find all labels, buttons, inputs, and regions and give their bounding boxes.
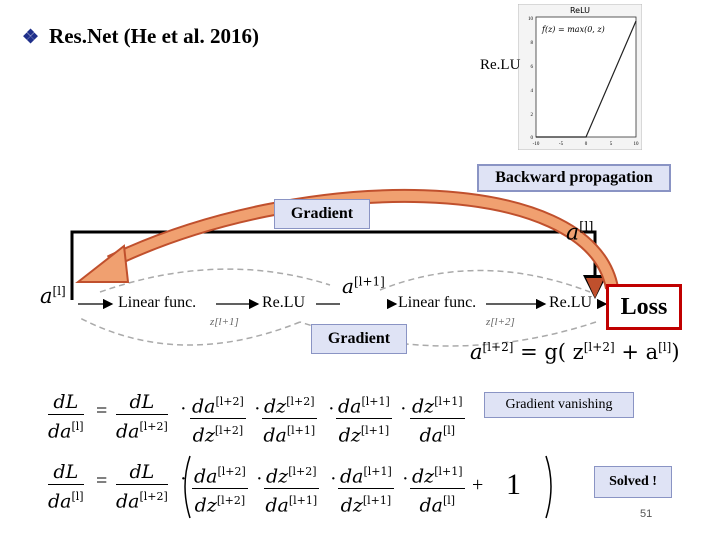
dashed-arc [379, 269, 591, 293]
y-tick: 6 [531, 65, 534, 70]
relu-plot-title: ReLU [570, 6, 590, 15]
equals-sign: = [96, 400, 108, 422]
eq1-factor-3: dz[l+2]da[l+1] [262, 390, 317, 448]
z-label-1: z[l+1] [210, 316, 239, 328]
eq1-factor-5: dz[l+1]da[l] [410, 390, 465, 448]
linear-func-node-2: Linear func. [398, 294, 477, 312]
backward-dashed-arc [79, 317, 301, 346]
dot: · [402, 468, 409, 490]
eq2-factor-2: da[l+2]dz[l+2] [192, 460, 248, 518]
dot: · [180, 398, 187, 420]
eq2-factor-3: dz[l+2]da[l+1] [264, 460, 319, 518]
y-tick: 4 [531, 89, 534, 94]
dot: · [328, 398, 335, 420]
y-tick: 8 [531, 41, 534, 46]
relu-plot-label: Re.LU [480, 57, 521, 73]
backward-propagation-label: Backward propagation [477, 164, 671, 192]
dot: · [180, 468, 187, 490]
z-label-2: z[l+2] [486, 316, 515, 328]
dashed-arc [99, 268, 331, 293]
y-tick: 2 [531, 113, 534, 118]
diamond-bullet-icon: ❖ [22, 27, 40, 48]
output-equation: a[l+2] = g( z[l+2] + a[l]) [470, 340, 680, 364]
eq1-factor-2: da[l+2]dz[l+2] [190, 390, 246, 448]
y-tick: 10 [528, 17, 534, 22]
gradient-arrow-body [107, 190, 617, 290]
dot: · [256, 468, 263, 490]
plus-sign: + [472, 474, 484, 496]
solved-label: Solved ! [594, 466, 672, 498]
gradient-label-top: Gradient [274, 199, 370, 229]
right-paren [545, 455, 552, 519]
left-paren [184, 455, 191, 519]
relu-node-2: Re.LU [549, 294, 593, 312]
x-tick: -10 [533, 142, 540, 147]
gradient-label-bottom: Gradient [311, 324, 407, 354]
equals-sign: = [96, 470, 108, 492]
gradient-vanishing-label: Gradient vanishing [484, 392, 634, 418]
x-tick: 5 [610, 142, 613, 147]
relu-plot: ReLU f(z) = max(0, z) -10 -5 0 5 10 10 8… [517, 3, 643, 151]
mid-activation: a[l+1] [342, 274, 385, 298]
input-activation: a[l] [40, 284, 66, 308]
skip-label: a[l] [566, 220, 594, 246]
linear-func-node-1: Linear func. [118, 294, 197, 312]
eq2-factor-4: da[l+1]dz[l+1] [338, 460, 394, 518]
dot: · [330, 468, 337, 490]
dot: · [400, 398, 407, 420]
gradient-arrow-head [75, 244, 130, 283]
x-tick: 0 [585, 142, 588, 147]
x-tick: 10 [634, 142, 640, 147]
loss-box: Loss [606, 284, 682, 330]
skip-arrow-head-icon [586, 278, 604, 298]
relu-node-1: Re.LU [262, 294, 306, 312]
relu-formula: f(z) = max(0, z) [541, 25, 605, 34]
dot: · [254, 398, 261, 420]
eq2-factor-5: dz[l+1]da[l] [410, 460, 465, 518]
x-tick: -5 [559, 142, 564, 147]
y-tick: 0 [531, 136, 534, 141]
slide-title: ❖Res.Net (He et al. 2016) [22, 24, 259, 48]
page-number: 51 [640, 508, 653, 520]
relu-curve [536, 20, 637, 138]
plus-one: 1 [506, 468, 521, 501]
eq1-factor-4: da[l+1]dz[l+1] [336, 390, 392, 448]
